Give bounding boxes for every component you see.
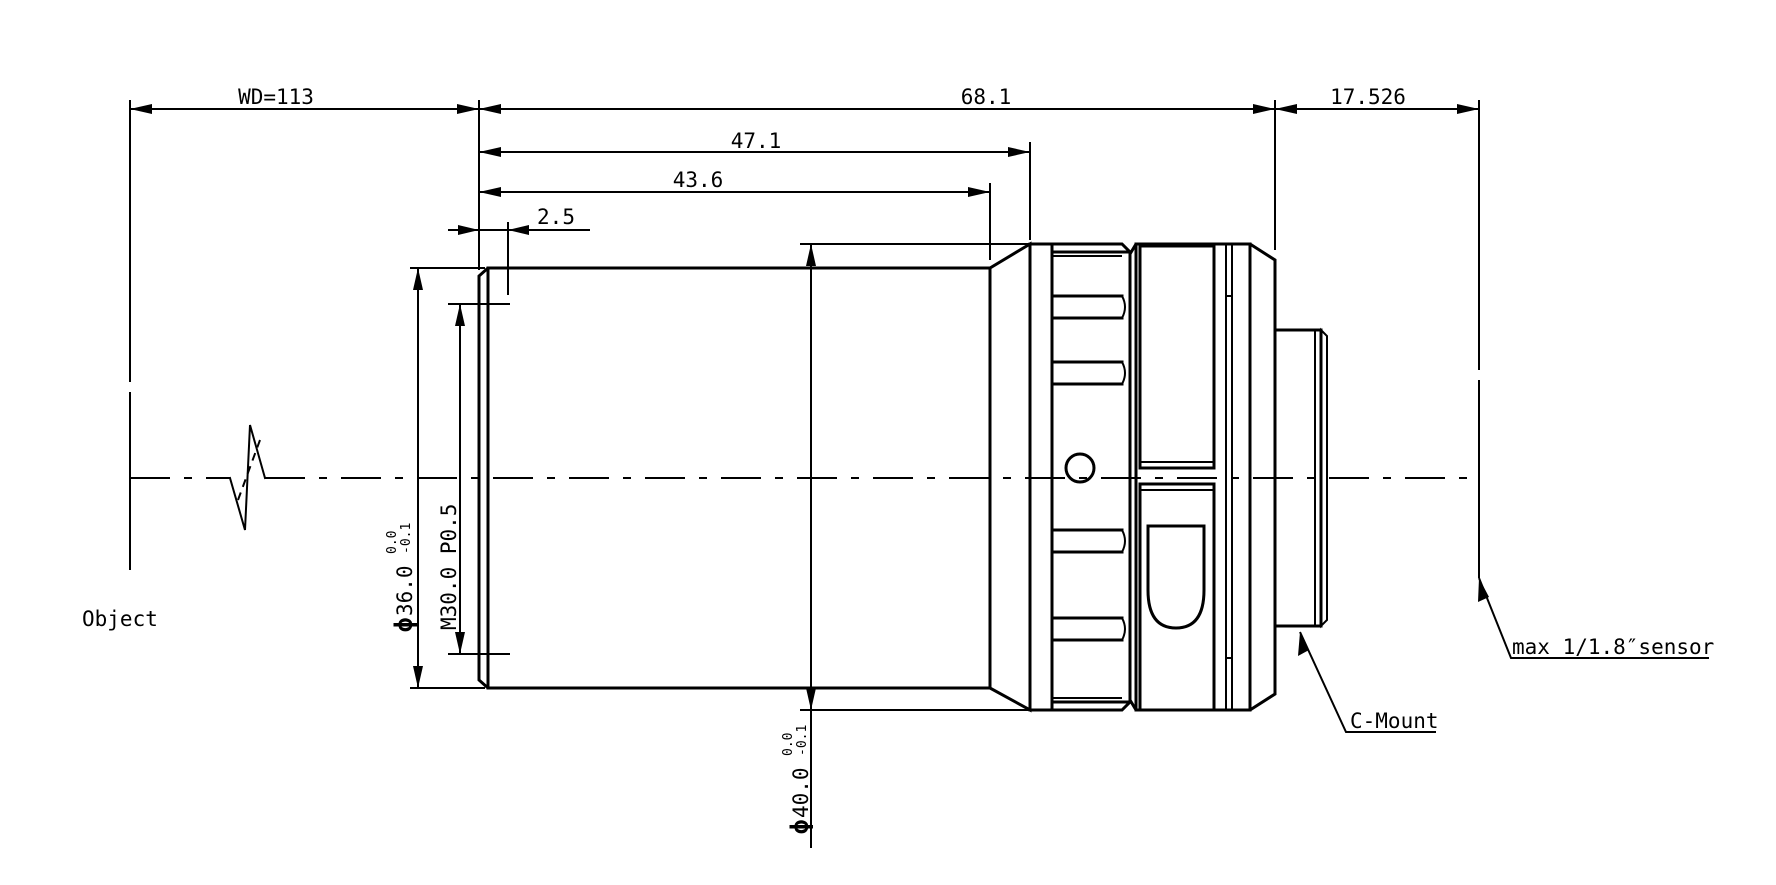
label-diameter-front-group: ϕ 36.0 0.0 -0.1 [385, 523, 418, 632]
label-mount: C-Mount [1350, 709, 1439, 733]
leader-lines [1298, 577, 1709, 733]
label-overall-length: 68.1 [961, 85, 1012, 109]
label-diameter-front: 36.0 [393, 565, 417, 616]
label-tol-upper-body: 0.0 [781, 733, 796, 756]
label-sensor: max 1/1.8″sensor [1512, 635, 1714, 659]
diameter-symbol-2: ϕ [786, 820, 814, 834]
label-tol-lower-front: -0.1 [399, 523, 414, 554]
label-object: Object [82, 607, 158, 631]
label-back-focal: 17.526 [1330, 85, 1406, 109]
label-working-distance: WD=113 [238, 85, 314, 109]
label-thread: M30.0 P0.5 [437, 504, 461, 630]
label-length-a: 47.1 [731, 129, 782, 153]
diameter-symbol: ϕ [390, 618, 418, 632]
dimension-labels: WD=113 68.1 17.526 47.1 43.6 2.5 ϕ 36.0 … [82, 85, 1714, 834]
label-thread-group: M30.0 P0.5 [437, 504, 461, 630]
label-tol-upper-front: 0.0 [385, 531, 400, 554]
label-diameter-body: 40.0 [789, 767, 813, 818]
lens-body [477, 241, 1328, 713]
optical-axis [130, 424, 1479, 531]
label-length-b: 43.6 [673, 168, 724, 192]
label-tol-lower-body: -0.1 [795, 725, 810, 756]
label-offset: 2.5 [537, 205, 575, 229]
label-diameter-body-group: ϕ 40.0 0.0 -0.1 [781, 725, 814, 834]
